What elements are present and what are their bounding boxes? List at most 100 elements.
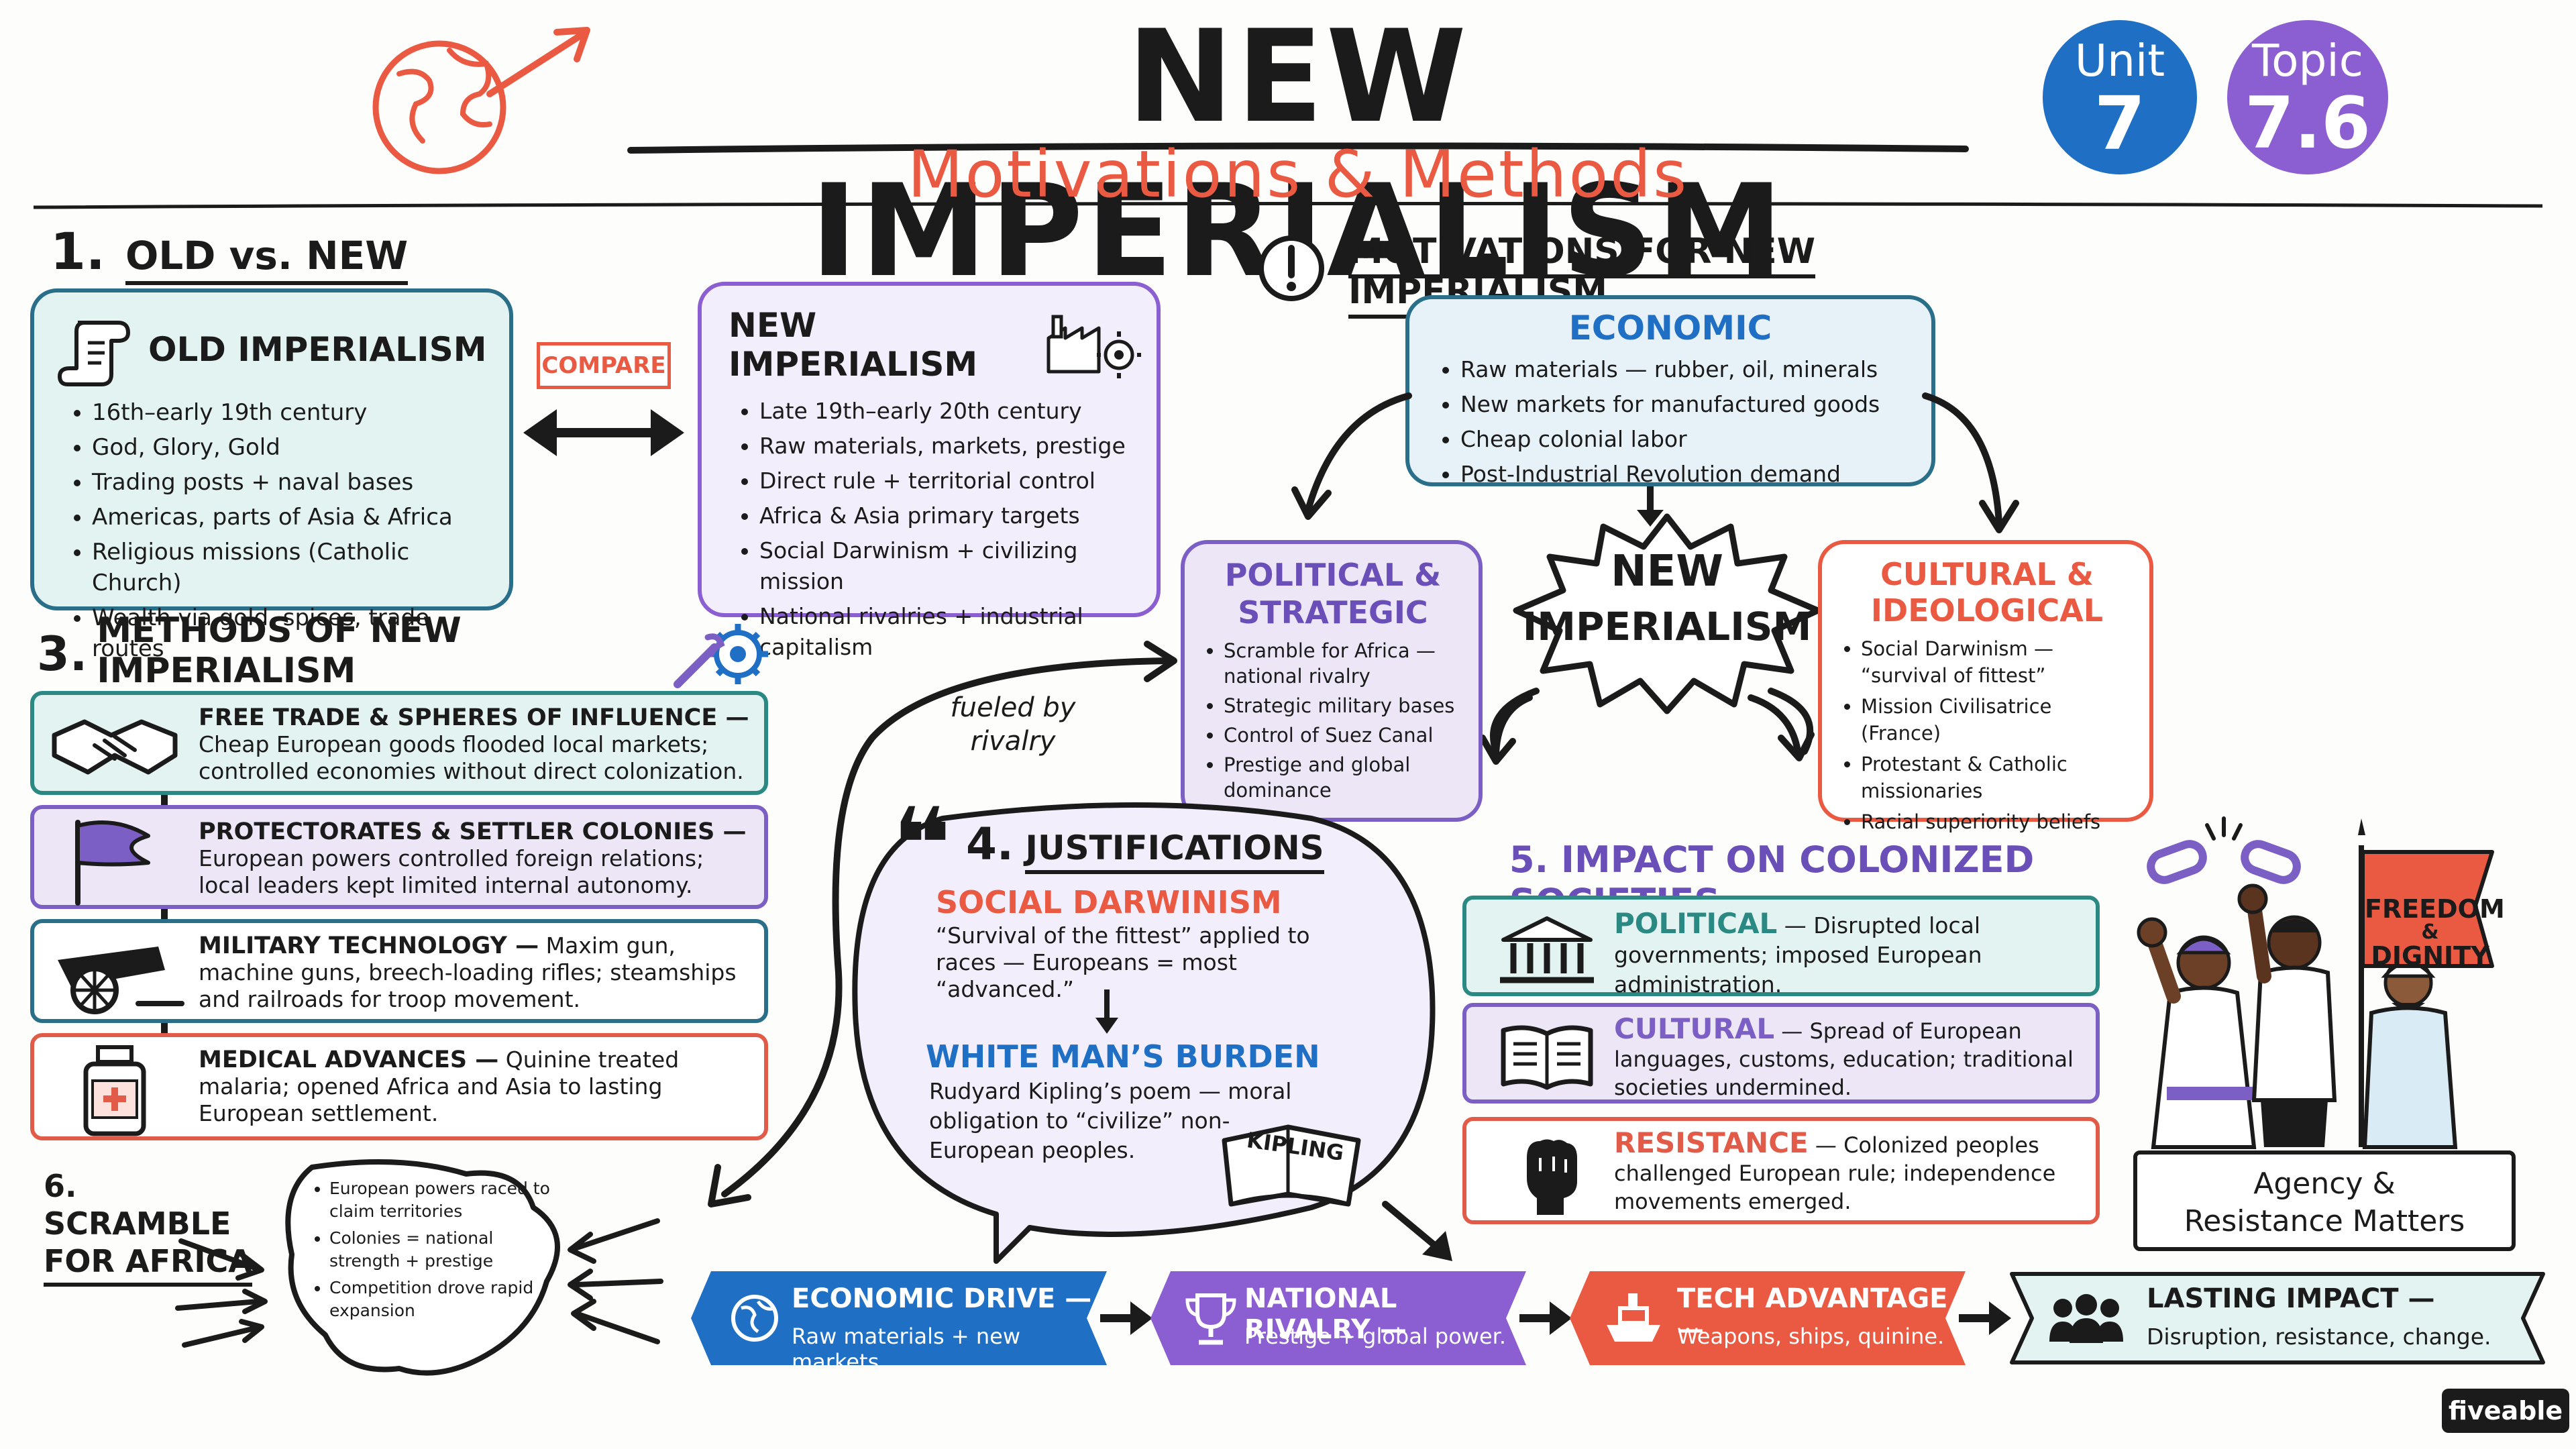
freedom-dignity-flag-text: FREEDOM & DIGNITY xyxy=(2365,894,2505,996)
scroll-icon xyxy=(58,321,130,386)
method-text: MILITARY TECHNOLOGY — Maxim gun, machine… xyxy=(199,932,755,1013)
section1-heading: 1. OLD vs. NEW IMPERIALISM xyxy=(50,221,654,333)
list-item: Americas, parts of Asia & Africa xyxy=(92,502,489,533)
trophy-icon xyxy=(1184,1290,1238,1347)
impact-text: CULTURAL — Spread of European languages,… xyxy=(1614,1015,2094,1102)
africa-map-outline xyxy=(285,1159,560,1376)
economic-list: Raw materials — rubber, oil, minerals Ne… xyxy=(1430,354,1911,490)
list-item: Social Darwinism + civilizing mission xyxy=(759,535,1139,597)
social-darwinism-text: “Survival of the fittest” applied to rac… xyxy=(936,922,1310,1002)
summary-text: Disruption, resistance, change. xyxy=(2147,1324,2491,1350)
method-free-trade: FREE TRADE & SPHERES OF INFLUENCE — Chea… xyxy=(30,691,768,795)
agency-line1: Agency & xyxy=(2253,1167,2396,1201)
arrow-head-right xyxy=(1748,694,1815,761)
list-item: European powers raced to claim territori… xyxy=(329,1177,553,1223)
old-imperialism-card: OLD IMPERIALISM 16th–early 19th century … xyxy=(30,288,513,662)
impact-title: RESISTANCE xyxy=(1614,1126,1809,1159)
method-protectorates: PROTECTORATES & SETTLER COLONIES — Europ… xyxy=(30,805,768,909)
medicine-bottle-icon xyxy=(83,1045,146,1136)
impact-title: POLITICAL xyxy=(1614,907,1778,940)
impact-political: POLITICAL — Disrupted local governments;… xyxy=(1462,896,2100,998)
starburst-line2: IMPERIALISM xyxy=(1522,604,1812,649)
topic-badge: Topic 7.6 xyxy=(2227,20,2388,174)
broken-chain-icon xyxy=(2147,816,2301,884)
down-arrow-icon xyxy=(1095,989,1118,1034)
method-title: MEDICAL ADVANCES — xyxy=(199,1046,499,1073)
method-description: European powers controlled foreign relat… xyxy=(199,845,704,898)
list-item: Direct rule + territorial control xyxy=(759,466,1139,496)
section3-title: METHODS OF NEW IMPERIALISM xyxy=(97,610,658,698)
cannon-icon xyxy=(58,947,184,1014)
open-book-icon xyxy=(1501,1025,1593,1090)
list-item: God, Glory, Gold xyxy=(92,432,489,463)
list-item: Post-Industrial Revolution demand xyxy=(1460,459,1911,490)
double-arrow-icon xyxy=(523,409,684,456)
list-item: Social Darwinism — “survival of fittest” xyxy=(1861,635,2136,689)
flag-line3: DIGNITY xyxy=(2371,941,2489,971)
old-imperialism-list: 16th–early 19th century God, Glory, Gold… xyxy=(61,397,489,664)
fiveable-logo[interactable]: fiveable xyxy=(2442,1389,2569,1433)
wrench-gear-icon xyxy=(674,624,768,688)
list-item: Scramble for Africa — national rivalry xyxy=(1224,638,1465,689)
method-description: Quinine treated malaria; opened Africa a… xyxy=(199,1046,680,1126)
summary-lasting-impact: LASTING IMPACT — Disruption, resistance,… xyxy=(2009,1271,2546,1365)
economic-title: ECONOMIC xyxy=(1568,309,1772,347)
cultural-title-line2: IDEOLOGICAL xyxy=(1870,592,2104,629)
list-item: Wealth via gold, spices, trade routes xyxy=(92,602,489,664)
section1-number: 1. xyxy=(50,221,105,281)
flag-line1: FREEDOM xyxy=(2365,894,2505,924)
unit-label: Unit xyxy=(2074,35,2165,87)
list-item: Prestige and global dominance xyxy=(1224,752,1465,803)
globe-icon xyxy=(728,1291,782,1345)
steamship-icon xyxy=(1600,1288,1667,1348)
method-description: Maxim gun, machine guns, breech-loading … xyxy=(199,932,737,1012)
summary-national-rivalry: NATIONAL RIVALRY — Prestige + global pow… xyxy=(1150,1271,1526,1365)
motivation-arrows xyxy=(1291,392,2019,755)
header-divider xyxy=(33,201,2543,209)
fueled-line2: rivalry xyxy=(970,726,1056,757)
compare-tag: COMPARE xyxy=(537,342,671,389)
white-mans-burden-title: WHITE MAN’S BURDEN xyxy=(926,1038,1320,1075)
new-imperialism-starburst xyxy=(1513,513,1821,714)
fueled-by-rivalry-note: fueled by rivalry xyxy=(926,691,1100,771)
new-imperialism-card: NEW IMPERIALISM Late 19th–early 20th cen… xyxy=(698,282,1161,660)
title-underline xyxy=(624,142,1972,154)
section4-number: 4. xyxy=(966,818,1014,870)
impact-cultural: CULTURAL — Spread of European languages,… xyxy=(1462,1003,2100,1104)
starburst-line1: NEW xyxy=(1611,547,1723,596)
list-item: Raw materials — rubber, oil, minerals xyxy=(1460,354,1911,385)
list-item: 16th–early 19th century xyxy=(92,397,489,428)
scramble-list: European powers raced to claim territori… xyxy=(305,1177,553,1326)
lasting-impact-shape xyxy=(2010,1272,2545,1364)
list-item: Late 19th–early 20th century xyxy=(759,396,1139,427)
cultural-ideological-card: CULTURAL & IDEOLOGICAL Social Darwinism … xyxy=(1818,540,2153,833)
topic-number: 7.6 xyxy=(2245,82,2371,164)
new-imperialism-title: NEW IMPERIALISM xyxy=(729,306,978,384)
old-imperialism-title: OLD IMPERIALISM xyxy=(148,330,487,369)
right-arrow-icon xyxy=(1519,1301,1572,1335)
list-item: Cheap colonial labor xyxy=(1460,424,1911,455)
converging-arrows-right xyxy=(568,1218,663,1344)
page-title: NEW IMPERIALISM xyxy=(810,3,1786,305)
right-arrow-icon xyxy=(1959,1301,2011,1335)
political-title: POLITICAL & STRATEGIC xyxy=(1201,556,1465,631)
kipling-book-icon xyxy=(1222,1124,1361,1207)
impact-resistance: RESISTANCE — Colonized peoples challenge… xyxy=(1462,1117,2100,1224)
list-item: Colonies = national strength + prestige xyxy=(329,1227,553,1273)
summary-text: Prestige + global power. xyxy=(1244,1324,1507,1349)
list-item: Competition drove rapid expansion xyxy=(329,1277,553,1322)
cultural-title: CULTURAL & IDEOLOGICAL xyxy=(1838,556,2136,629)
converging-arrows-left xyxy=(175,1238,268,1348)
globe-arrow-icon xyxy=(372,27,590,174)
list-item: Religious missions (Catholic Church) xyxy=(92,537,489,598)
list-item: Trading posts + naval bases xyxy=(92,467,489,498)
unit-badge: Unit 7 xyxy=(2043,20,2197,174)
list-item: National rivalries + industrial capitali… xyxy=(759,601,1139,663)
summary-title: TECH ADVANTAGE — xyxy=(1677,1283,1948,1345)
summary-tech-advantage: TECH ADVANTAGE — Weapons, ships, quinine… xyxy=(1570,1271,1966,1365)
cultural-list: Social Darwinism — “survival of fittest”… xyxy=(1838,635,2136,835)
list-item: Strategic military bases xyxy=(1224,693,1465,718)
summary-title: LASTING IMPACT — xyxy=(2147,1283,2435,1314)
page-subtitle: Motivations & Methods xyxy=(907,137,1689,212)
